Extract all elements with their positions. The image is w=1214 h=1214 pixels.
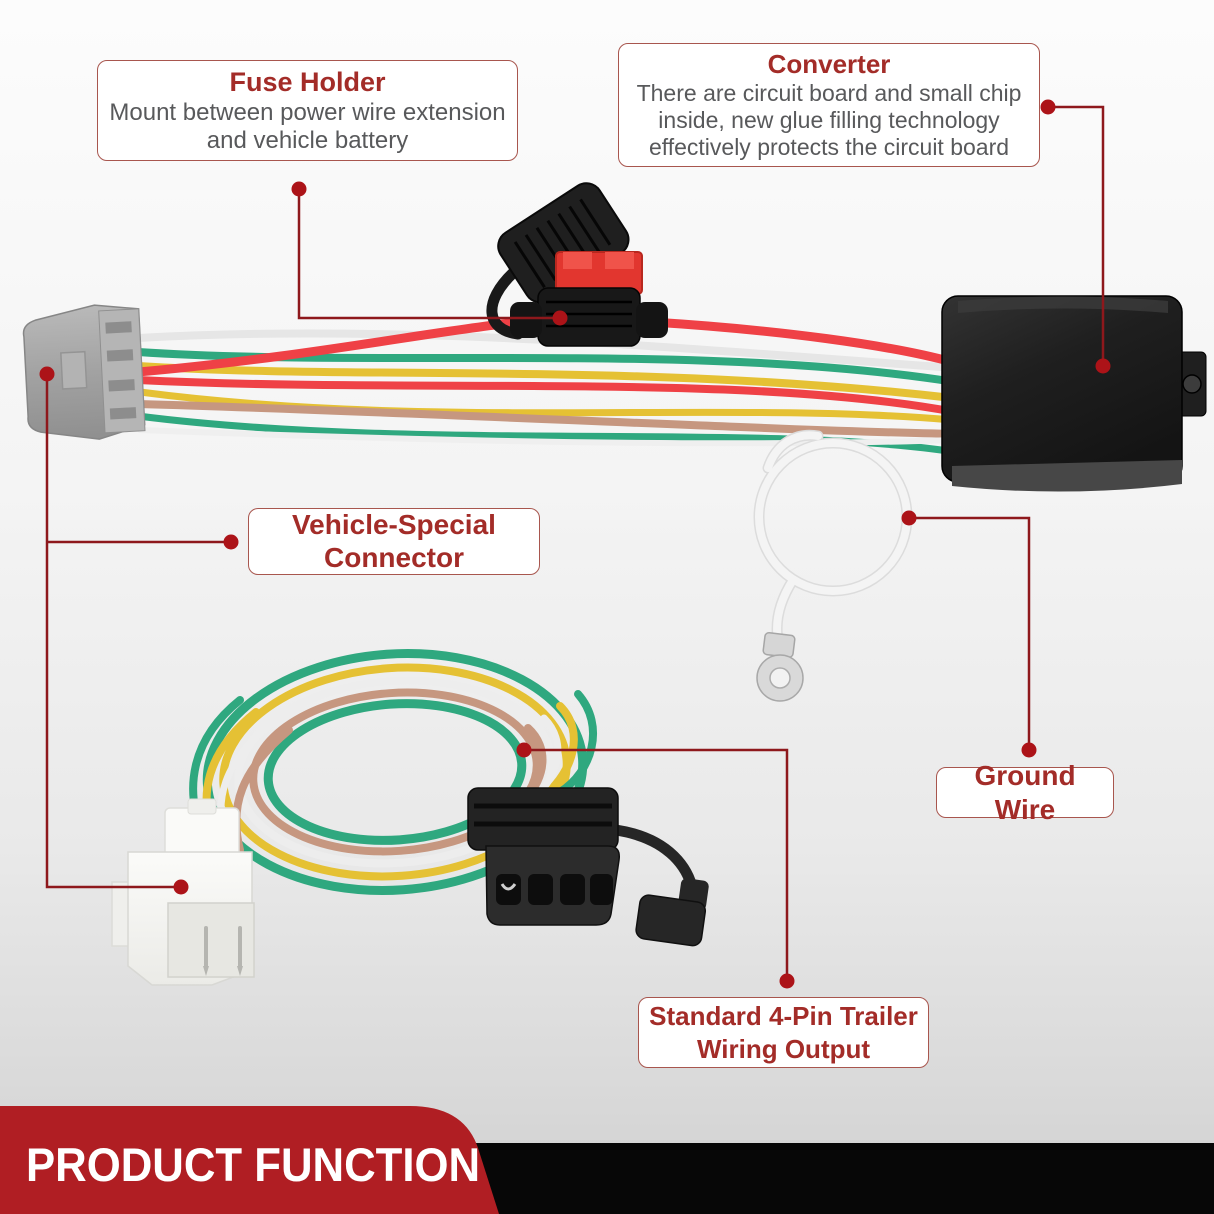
banner-title: PRODUCT FUNCTION bbox=[26, 1138, 481, 1191]
harness-wires bbox=[133, 317, 959, 456]
vehicle-connector-callout: Vehicle-Special Connector bbox=[248, 508, 540, 575]
trailer-connector-photo bbox=[467, 787, 709, 947]
ground-wire-callout: Ground Wire bbox=[936, 760, 1114, 825]
fuse-holder-callout: Fuse Holder Mount between power wire ext… bbox=[97, 60, 518, 161]
converter-photo bbox=[941, 295, 1207, 492]
fuse-holder-title: Fuse Holder bbox=[229, 67, 386, 98]
wire-coil-photo bbox=[202, 649, 588, 895]
leader-lines bbox=[45, 105, 1105, 978]
trailer-output-callout: Standard 4-Pin Trailer Wiring Output bbox=[638, 997, 929, 1068]
converter-description: There are circuit board and small chip i… bbox=[636, 80, 1022, 161]
converter-callout: Converter There are circuit board and sm… bbox=[618, 43, 1040, 167]
trailer-output-title: Standard 4-Pin Trailer Wiring Output bbox=[649, 1001, 918, 1064]
fuse-holder-description: Mount between power wire extension and v… bbox=[109, 98, 506, 154]
vehicle-connector-title: Vehicle-Special Connector bbox=[292, 509, 496, 573]
white-connector-photo bbox=[111, 798, 255, 986]
fuse-holder-photo bbox=[486, 182, 668, 347]
ground-wire-photo bbox=[753, 429, 913, 702]
ground-wire-title: Ground Wire bbox=[974, 759, 1076, 825]
converter-title: Converter bbox=[767, 49, 891, 80]
banner-red-ribbon bbox=[0, 1106, 499, 1214]
leader-dots bbox=[39, 99, 1111, 989]
vehicle-connector-photo bbox=[22, 304, 146, 440]
